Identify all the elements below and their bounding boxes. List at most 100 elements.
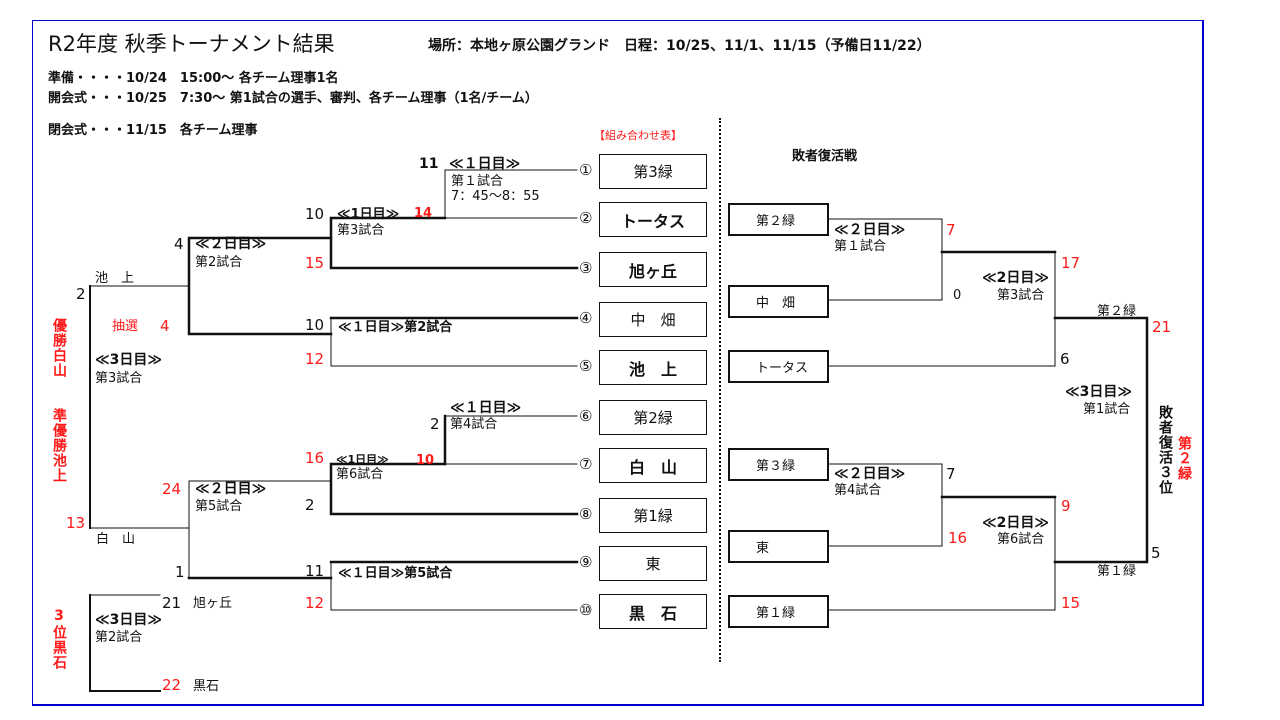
g3-day: ≪1日目≫ (337, 207, 400, 222)
third-place-label: 3位黒石 (51, 608, 67, 670)
seed-team-3: 旭ヶ丘 (599, 252, 707, 287)
c-team-2: 中 畑 (728, 285, 829, 318)
c-d2g6-day: ≪2日目≫ (982, 515, 1050, 531)
line-third-thick (89, 594, 161, 692)
third-team-top: 旭ヶ丘 (193, 596, 233, 611)
final-team-top: 池 上 (95, 271, 135, 286)
note-opening: 開会式・・・10/25 7:30～ 第1試合の選手、審判、各チーム理事（1名/チ… (48, 91, 538, 106)
c-team-3: トータス (728, 350, 829, 383)
g6-day: ≪1日目≫ (336, 453, 389, 466)
line-c-d2g4 (828, 463, 943, 547)
g1-day: ≪１日目≫ (449, 156, 521, 172)
third-team-bottom: 黒石 (193, 679, 220, 694)
final-day: ≪3日目≫ (95, 352, 163, 368)
c-d3g1-score-bottom: 5 (1151, 544, 1161, 562)
seed-team-2: トータス (599, 202, 707, 237)
c-d2g6-score-bottom: 15 (1061, 594, 1081, 612)
g2-score-bottom: 12 (305, 350, 325, 368)
g3-name: 第3試合 (337, 223, 385, 238)
g4-score-top: 2 (430, 415, 440, 433)
c-d3g1-name: 第1試合 (1083, 402, 1131, 417)
line-c-d2g1 (828, 218, 943, 301)
c-team-5: 東 (728, 530, 829, 563)
note-closing: 閉会式・・・11/15 各チーム理事 (48, 123, 258, 138)
seed-team-8: 第1緑 (599, 498, 707, 533)
g6-score-top: 16 (305, 449, 325, 467)
g2-score-top: 10 (305, 316, 325, 334)
c-d2g1-name: 第１試合 (834, 239, 887, 254)
final-score-top: 2 (76, 285, 86, 303)
g3-score-top: 10 (305, 205, 325, 223)
g1-score-bottom: 14 (414, 206, 433, 221)
page-frame (32, 20, 1204, 706)
c-d2g4-score-bottom: 16 (948, 529, 968, 547)
g4-name: 第4試合 (450, 417, 498, 432)
section-divider (719, 118, 721, 662)
c-team-1: 第２緑 (728, 203, 829, 236)
line-c-d2g3 (828, 251, 1056, 367)
consolation-result-team: 第２緑 (1176, 436, 1192, 481)
seed-num-3: ③ (579, 259, 593, 277)
seed-num-7: ⑦ (579, 455, 593, 473)
final-team-bottom: 白 山 (96, 532, 136, 547)
d2g2-lottery: 抽選 (112, 319, 139, 334)
g4-day: ≪１日目≫ (450, 400, 522, 416)
seed-num-1: ① (579, 161, 593, 179)
g1-score-top: 11 (419, 156, 439, 172)
consolation-title: 敗者復活戦 (792, 149, 858, 164)
final-name: 第3試合 (95, 371, 143, 386)
g5-score-bottom: 12 (305, 594, 325, 612)
g4-score-bottom: 10 (416, 453, 435, 468)
c-d3g1-team-top: 第２緑 (1097, 304, 1137, 319)
consolation-result-label: 敗者復活３位 (1157, 405, 1173, 495)
seed-num-10: ⑩ (579, 601, 593, 619)
c-d2g4-score-top: 7 (946, 465, 956, 483)
c-d2g1-score-bottom: 0 (953, 288, 962, 303)
c-team-6: 第１緑 (728, 595, 829, 628)
venue-schedule: 場所：本地ヶ原公園グランド 日程：10/25、11/1、11/15（予備日11/… (428, 38, 931, 54)
c-d3g1-day: ≪3日目≫ (1065, 384, 1133, 400)
seed-num-6: ⑥ (579, 407, 593, 425)
line-c-d3g1 (1053, 316, 1149, 564)
third-name: 第2試合 (95, 630, 143, 645)
d2g5-day: ≪２日目≫ (195, 481, 267, 497)
line-c-d2g6 (828, 496, 1056, 611)
d2g2-name: 第2試合 (195, 255, 243, 270)
final-score-bottom: 13 (66, 514, 86, 532)
third-score-top: 21 (162, 594, 182, 612)
d2g2-score-bottom: 4 (160, 317, 170, 335)
runner-up-label: 準優勝池上 (51, 408, 67, 483)
g6-score-bottom: 2 (305, 496, 315, 514)
seed-team-9: 東 (599, 546, 707, 581)
c-d2g4-day: ≪２日目≫ (834, 466, 906, 482)
g6-name: 第6試合 (336, 467, 384, 482)
seed-num-2: ② (579, 209, 593, 227)
seed-team-5: 池 上 (599, 350, 707, 385)
page-title: R2年度 秋季トーナメント結果 (48, 32, 335, 56)
seed-team-7: 白 山 (599, 448, 707, 483)
third-day: ≪3日目≫ (95, 612, 163, 628)
seed-team-1: 第3緑 (599, 154, 707, 189)
c-d2g3-day: ≪2日目≫ (982, 270, 1050, 286)
line-g3 (329, 216, 579, 270)
seed-team-10: 黒 石 (599, 594, 707, 629)
g3-score-bottom: 15 (305, 254, 325, 272)
g5-label: ≪１日目≫第5試合 (338, 566, 453, 581)
seed-num-4: ④ (579, 309, 593, 327)
c-team-4: 第３緑 (728, 448, 829, 481)
g1-name: 第１試合 (451, 174, 504, 189)
champion-label: 優勝白山 (51, 318, 67, 378)
seed-num-8: ⑧ (579, 505, 593, 523)
d2g2-score-top: 4 (174, 235, 184, 253)
seed-team-4: 中 畑 (599, 302, 707, 337)
c-d2g6-score-top: 9 (1061, 497, 1071, 515)
c-d2g6-name: 第6試合 (997, 532, 1045, 547)
g5-score-top: 11 (305, 562, 325, 580)
c-d2g3-name: 第3試合 (997, 288, 1045, 303)
third-score-bottom: 22 (162, 676, 182, 694)
c-d3g1-team-bottom: 第１緑 (1097, 564, 1137, 579)
d2g5-score-bottom: 1 (175, 563, 185, 581)
g1-time: 7：45～8：55 (451, 189, 540, 204)
seed-num-5: ⑤ (579, 357, 593, 375)
